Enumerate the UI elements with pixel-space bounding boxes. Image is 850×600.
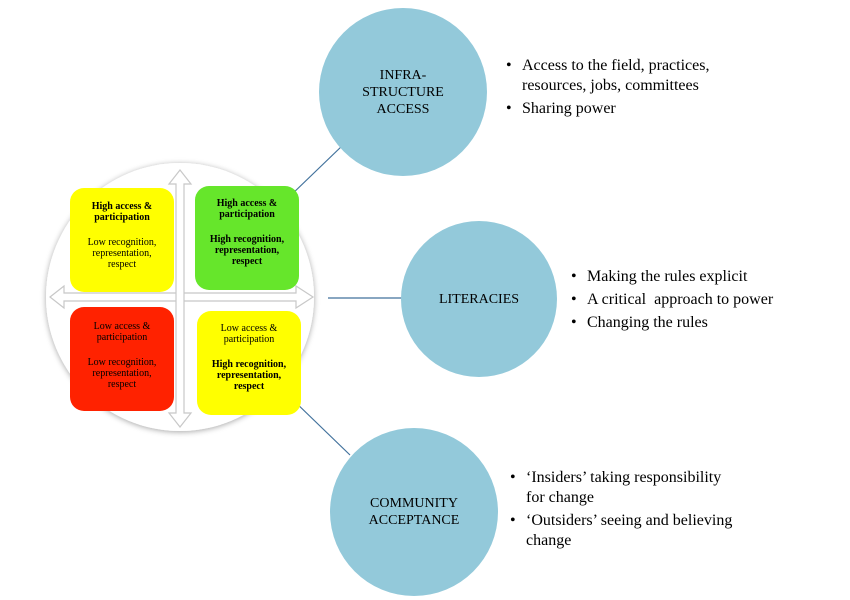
quadrant-access-label: Low access & participation xyxy=(220,323,278,345)
bullet-text: Making the rules explicit xyxy=(587,268,748,285)
quadrant-access-label: High access & participation xyxy=(91,201,153,223)
quadrant-access-label: Low access & participation xyxy=(93,321,151,343)
circle-infrastructure-access: INFRA- STRUCTURE ACCESS xyxy=(319,8,487,176)
quadrant-recognition-label: High recognition, representation, respec… xyxy=(209,234,285,267)
infrastructure-bullet-list: Access to the field, practices, resource… xyxy=(506,56,806,122)
circle-community-acceptance: COMMUNITY ACCEPTANCE xyxy=(330,428,498,596)
bullet-text: A critical approach to power xyxy=(587,291,774,308)
circle-infrastructure-label: INFRA- STRUCTURE ACCESS xyxy=(362,67,444,117)
bullet-text: ‘Insiders’ taking responsibility for cha… xyxy=(526,469,722,506)
quadrant-low-access-high-recognition: Low access & participation High recognit… xyxy=(197,311,301,415)
bullet-text: ‘Outsiders’ seeing and believing change xyxy=(526,512,733,549)
vertical-axis-arrow xyxy=(167,169,193,428)
circle-literacies: LITERACIES xyxy=(401,221,557,377)
bullet-item: Sharing power xyxy=(506,99,806,119)
connector-community xyxy=(290,397,351,456)
connector-infrastructure xyxy=(288,144,344,198)
quadrant-high-access-low-recognition: High access & participation Low recognit… xyxy=(70,188,174,292)
bullet-text: Sharing power xyxy=(522,100,616,117)
bullet-item: ‘Outsiders’ seeing and believing change xyxy=(510,511,810,551)
bullet-item: Changing the rules xyxy=(571,313,831,333)
community-bullet-list: ‘Insiders’ taking responsibility for cha… xyxy=(510,468,810,554)
quadrant-low-access-low-recognition: Low access & participation Low recogniti… xyxy=(70,307,174,411)
quadrant-access-label: High access & participation xyxy=(216,198,278,220)
bullet-item: ‘Insiders’ taking responsibility for cha… xyxy=(510,468,810,508)
bullet-text: Changing the rules xyxy=(587,314,708,331)
circle-literacies-label: LITERACIES xyxy=(438,291,520,307)
bullet-item: Access to the field, practices, resource… xyxy=(506,56,806,96)
bullet-text: Access to the field, practices, resource… xyxy=(522,57,710,94)
circle-community-label: COMMUNITY ACCEPTANCE xyxy=(368,496,460,528)
bullet-item: A critical approach to power xyxy=(571,290,831,310)
quadrant-recognition-label: High recognition, representation, respec… xyxy=(211,359,287,392)
bullet-item: Making the rules explicit xyxy=(571,267,831,287)
quadrant-high-access-high-recognition: High access & participation High recogni… xyxy=(195,186,299,290)
quadrant-recognition-label: Low recognition, representation, respect xyxy=(87,357,157,390)
literacies-bullet-list: Making the rules explicit A critical app… xyxy=(571,267,831,336)
quadrant-recognition-label: Low recognition, representation, respect xyxy=(87,237,157,270)
